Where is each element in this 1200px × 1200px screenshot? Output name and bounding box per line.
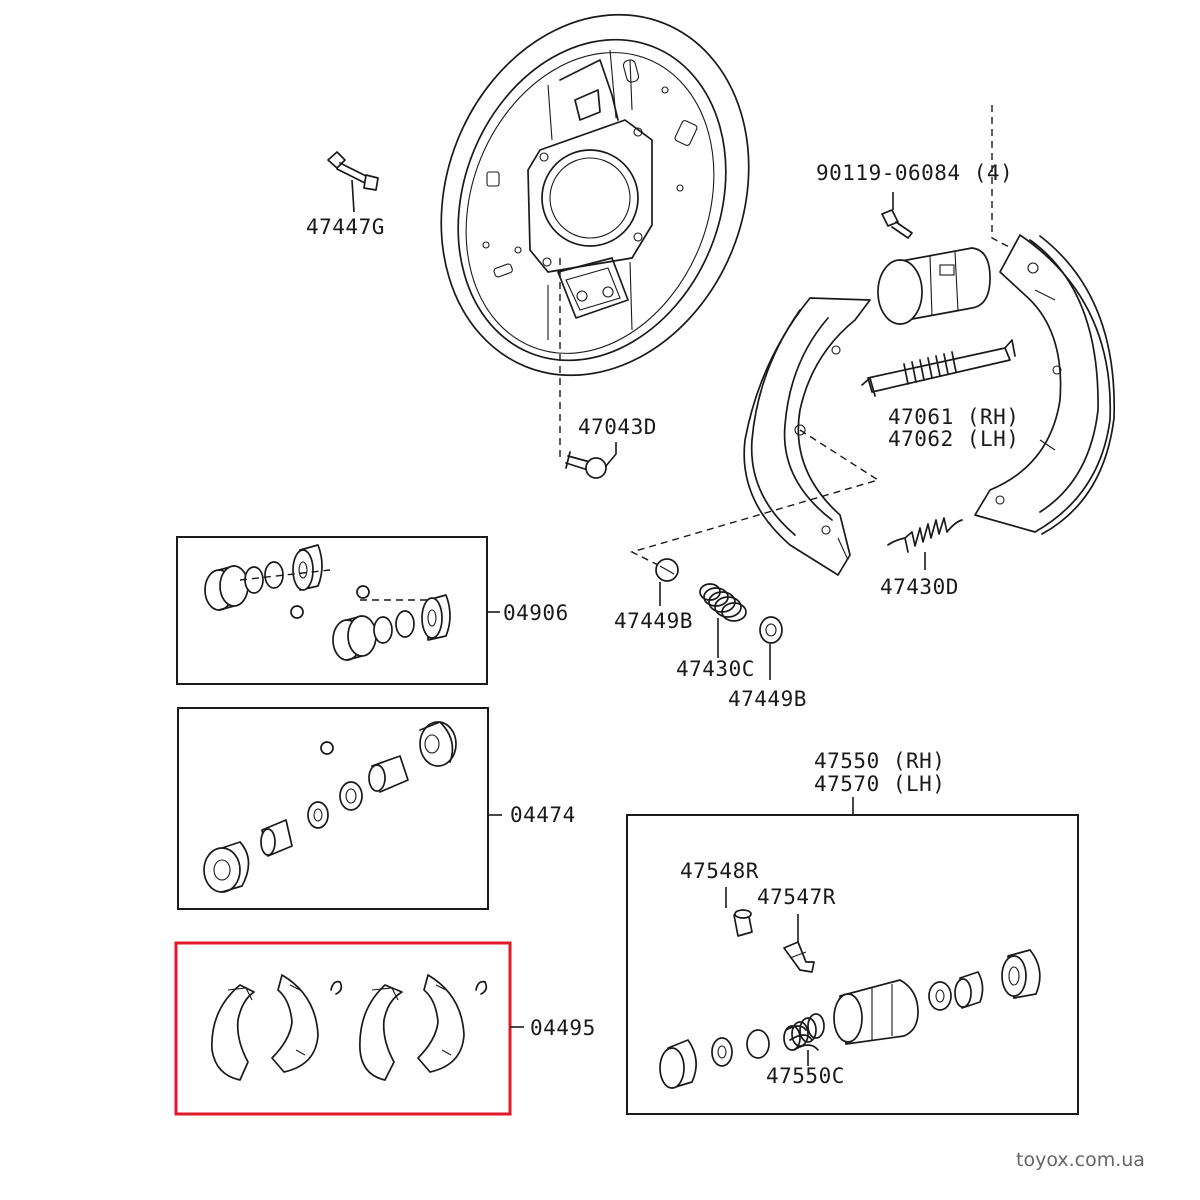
wheel-cylinder-assembly-parts (659, 949, 1041, 1089)
kit-box-04474[interactable] (177, 707, 489, 910)
label-47430c: 47430C (676, 657, 755, 681)
label-47430d: 47430D (880, 575, 959, 599)
adjuster-47061-47062[interactable] (861, 339, 1016, 397)
dashed-line-hold-down (630, 429, 880, 571)
kit-04906-parts (204, 544, 451, 661)
watermark: toyox.com.ua (1016, 1149, 1145, 1171)
label-47062: 47062 (LH) (888, 427, 1019, 451)
kit-04474-parts (203, 721, 457, 893)
label-47550c: 47550C (766, 1064, 845, 1088)
kit-box-04906[interactable] (176, 536, 488, 685)
bolt-90119-06084[interactable] (881, 209, 913, 239)
label-47547r: 47547R (757, 885, 836, 909)
wheel-cylinder[interactable] (877, 247, 991, 325)
label-47061: 47061 (RH) (888, 405, 1019, 429)
bolt-47447g[interactable] (327, 151, 379, 191)
bleeder-screw-47547r[interactable] (783, 941, 815, 973)
retainer-47449b-lower[interactable] (759, 616, 783, 644)
label-04495: 04495 (530, 1016, 596, 1040)
spring-47430c[interactable] (699, 583, 747, 622)
leader-47043d (605, 442, 617, 467)
label-47550: 47550 (RH) (814, 749, 945, 773)
label-47449b-upper: 47449B (614, 609, 693, 633)
label-04474: 04474 (510, 803, 576, 827)
brake-backing-plate[interactable] (388, 0, 801, 422)
label-47447g: 47447G (306, 215, 385, 239)
bleeder-cap-47548r[interactable] (733, 909, 753, 937)
label-04906: 04906 (503, 601, 569, 625)
label-90119-06084: 90119-06084 (4) (816, 161, 1013, 185)
label-47570: 47570 (LH) (814, 772, 945, 796)
bolt-47043d[interactable] (565, 451, 607, 479)
leader-47447g (351, 179, 355, 213)
kit-box-47550-47570[interactable] (626, 814, 1079, 1115)
retainer-47449b-upper[interactable] (655, 558, 679, 582)
brake-shoe-right[interactable] (974, 234, 1116, 535)
brake-shoe-left[interactable] (743, 297, 871, 576)
label-47043d: 47043D (578, 415, 657, 439)
kit-box-04495-highlighted[interactable] (174, 941, 512, 1116)
label-47548r: 47548R (680, 859, 759, 883)
dashed-line-top-right (991, 105, 1016, 251)
kit-04495-parts (211, 974, 488, 1081)
label-47449b-lower: 47449B (728, 687, 807, 711)
spring-47430d[interactable] (887, 517, 963, 553)
